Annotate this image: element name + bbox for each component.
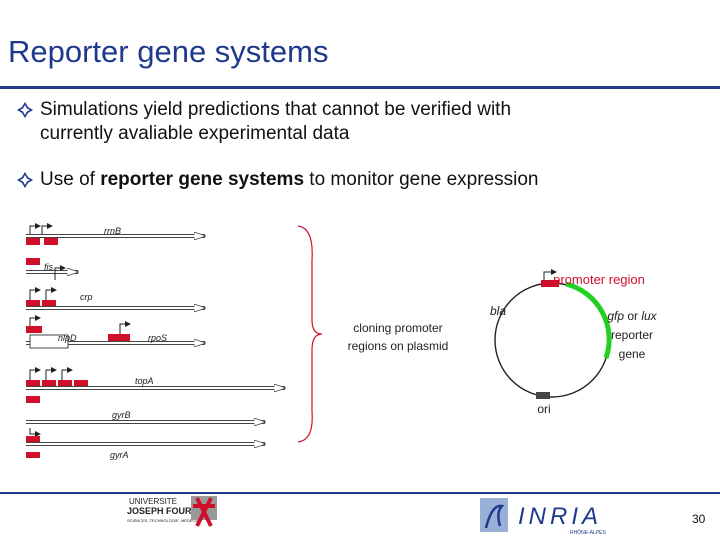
ujf-logo-line3: SCIENCES, TECHNOLOGIE, MEDECINE bbox=[127, 518, 202, 523]
ujf-logo: UNIVERSITE JOSEPH FOURIER SCIENCES, TECH… bbox=[127, 496, 217, 527]
promoter-region-label: promoter region bbox=[553, 272, 645, 287]
gene-label-gyrB: gyrB bbox=[112, 410, 131, 420]
ori-label: ori bbox=[537, 402, 550, 416]
inria-logo-square bbox=[480, 498, 508, 532]
bullet-line: currently avaliable experimental data bbox=[40, 123, 350, 144]
reporter-label-line1: gfp or lux bbox=[607, 309, 657, 323]
ujf-logo-mark bbox=[193, 497, 215, 527]
gene-network-diagram: rrnB fis crp nlpD rpoS bbox=[26, 223, 658, 460]
gene-row-gyrA: gyrA bbox=[26, 436, 265, 460]
promoter-segment bbox=[541, 280, 559, 287]
gene-label-gyrA: gyrA bbox=[110, 450, 129, 460]
diamond-bullet-icon bbox=[17, 172, 33, 188]
bullet-bold-text: reporter gene systems bbox=[100, 169, 305, 190]
gene-label-fis: fis bbox=[44, 262, 54, 272]
gfp-label: gfp bbox=[607, 309, 624, 323]
title-underline bbox=[0, 86, 720, 89]
bullet-simulations: Simulations yield predictions that canno… bbox=[16, 98, 696, 150]
bullet-reporter: Use of reporter gene systems to monitor … bbox=[16, 168, 696, 194]
lux-label: lux bbox=[641, 309, 657, 323]
inria-logo-sub: RHÔNE-ALPES bbox=[570, 529, 607, 536]
gene-row-nlpD-rpoS: nlpD rpoS bbox=[26, 315, 205, 349]
ujf-logo-line2: JOSEPH FOURIER bbox=[127, 506, 207, 516]
cloning-text-line1: cloning promoter bbox=[353, 321, 442, 335]
inria-logo: INRIA RHÔNE-ALPES bbox=[480, 498, 607, 536]
page-number: 30 bbox=[692, 512, 706, 526]
gene-label-rrnB: rrnB bbox=[104, 226, 121, 236]
bla-label: bla bbox=[490, 304, 506, 318]
reporter-gene-segment bbox=[565, 281, 612, 359]
bullet-text: to monitor gene expression bbox=[304, 169, 539, 190]
gene-row-fis: fis bbox=[26, 258, 78, 280]
gene-label-nlpD: nlpD bbox=[58, 333, 77, 343]
gene-label-crp: crp bbox=[80, 292, 93, 302]
inria-logo-glyph bbox=[484, 504, 505, 529]
reporter-label-line2: reporter bbox=[611, 328, 653, 342]
gene-label-topA: topA bbox=[135, 376, 154, 386]
gene-row-gyrB: gyrB bbox=[26, 396, 265, 437]
bullet-text: Use of bbox=[40, 169, 101, 190]
ori-segment bbox=[536, 392, 550, 399]
diamond-bullet-icon bbox=[17, 102, 33, 118]
gene-label-rpoS: rpoS bbox=[148, 333, 167, 343]
gene-row-topA: topA bbox=[26, 367, 285, 388]
plasmid-diagram: promoter region bla gfp or lux reporter … bbox=[490, 269, 658, 416]
grouping-brace bbox=[297, 225, 323, 443]
bullet-line: Simulations yield predictions that canno… bbox=[40, 99, 512, 120]
footer-rule bbox=[0, 492, 720, 494]
gene-row-rrnB: rrnB bbox=[26, 223, 205, 245]
slide-title: Reporter gene systems bbox=[8, 34, 329, 69]
reporter-label-line3: gene bbox=[619, 347, 646, 361]
ujf-logo-line1: UNIVERSITE bbox=[129, 497, 177, 506]
cloning-text-line2: regions on plasmid bbox=[348, 339, 449, 353]
inria-logo-name: INRIA bbox=[518, 503, 602, 530]
gene-row-crp: crp bbox=[26, 287, 205, 308]
or-label: or bbox=[624, 309, 641, 323]
